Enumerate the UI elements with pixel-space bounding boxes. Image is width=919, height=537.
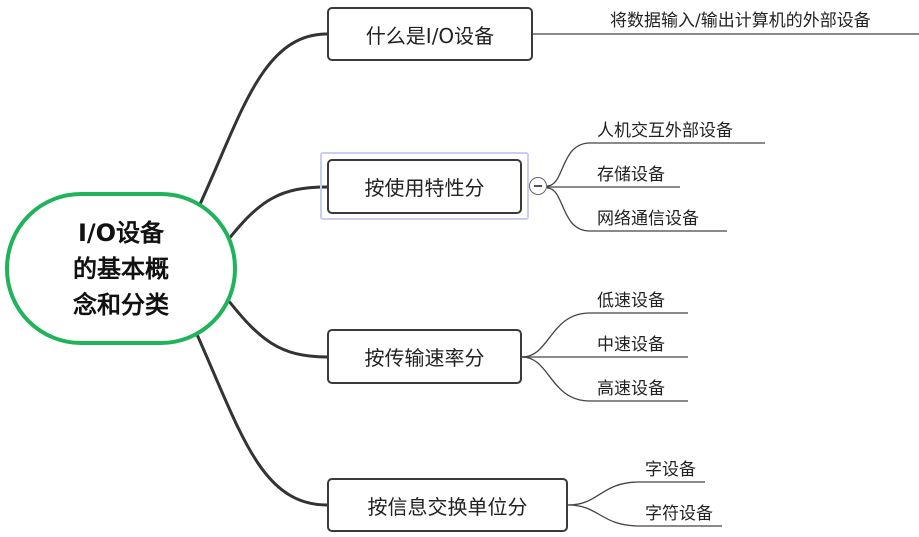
root-line-2: 的基本概 bbox=[73, 254, 169, 283]
leaf-node[interactable]: 高速设备 bbox=[597, 379, 665, 399]
branch-node-what-is-io[interactable]: 什么是I/O设备 bbox=[327, 7, 533, 61]
leaf-node[interactable]: 字设备 bbox=[645, 460, 696, 480]
leaf-node[interactable]: 字符设备 bbox=[645, 504, 713, 524]
selection-outline bbox=[320, 152, 529, 220]
leaf-node[interactable]: 人机交互外部设备 bbox=[597, 121, 733, 141]
root-node[interactable]: I/O设备的基本概念和分类 bbox=[5, 192, 237, 345]
branch-node-by-usage[interactable]: 按使用特性分 bbox=[327, 159, 522, 214]
root-line-1: I/O设备 bbox=[77, 218, 165, 247]
branch-node-by-speed[interactable]: 按传输速率分 bbox=[327, 329, 522, 384]
leaf-node[interactable]: 低速设备 bbox=[597, 291, 665, 311]
leaf-node[interactable]: 将数据输入/输出计算机的外部设备 bbox=[610, 11, 871, 31]
collapse-minus-icon[interactable] bbox=[529, 177, 547, 195]
leaf-node[interactable]: 网络通信设备 bbox=[597, 209, 699, 229]
branch-node-by-unit[interactable]: 按信息交换单位分 bbox=[327, 478, 568, 532]
root-line-3: 念和分类 bbox=[73, 290, 169, 319]
leaf-node[interactable]: 中速设备 bbox=[597, 335, 665, 355]
leaf-node[interactable]: 存储设备 bbox=[597, 165, 665, 185]
